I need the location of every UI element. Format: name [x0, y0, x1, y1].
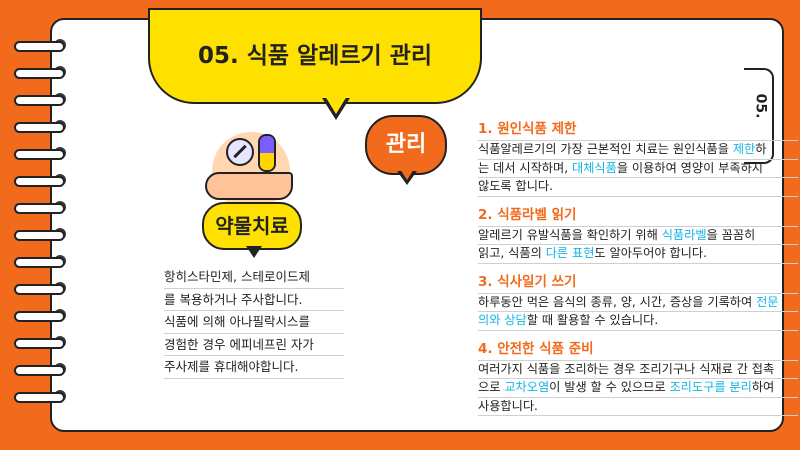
text-segment: 을 이용하여 영양이 부족하지 — [616, 160, 764, 175]
highlighted-term: 의와 상담 — [478, 313, 527, 327]
highlighted-term: 교차오염 — [504, 380, 550, 394]
binding-ring — [14, 200, 72, 214]
text-segment: 할 때 활용할 수 있습니다. — [526, 313, 659, 327]
section-heading: 1. 원인식품 제한 — [478, 115, 798, 141]
binding-ring — [14, 227, 72, 241]
highlighted-term: 조리도구를 분리 — [669, 380, 752, 394]
highlighted-term: 전문 — [756, 294, 779, 309]
section-line: 으로 교차오염이 발생 할 수 있으므로 조리도구를 분리하여 — [478, 379, 798, 398]
drug-therapy-badge: 약물치료 — [202, 202, 302, 258]
text-segment: 식품알레르기의 가장 근본적인 치료는 원인식품을 — [478, 142, 733, 156]
section-line: 여러가지 식품을 조리하는 경우 조리기구나 식재료 간 접촉 — [478, 361, 798, 379]
tablet-icon — [226, 138, 254, 166]
title-bubble: 05. 식품 알레르기 관리 — [148, 8, 482, 120]
capsule-icon — [258, 134, 276, 172]
section-line: 않도록 합니다. — [478, 178, 798, 197]
text-segment: 하여 — [751, 380, 775, 394]
management-badge: 관리 — [365, 115, 447, 185]
section-line: 식품알레르기의 가장 근본적인 치료는 원인식품을 제한하 — [478, 141, 798, 160]
binding-ring — [14, 146, 72, 160]
binding-ring — [14, 281, 72, 295]
highlighted-term: 다른 표현 — [545, 246, 595, 260]
section-line: 의와 상담할 때 활용할 수 있습니다. — [478, 312, 798, 331]
binding-ring — [14, 92, 72, 106]
binding-ring — [14, 335, 72, 349]
chapter-tab[interactable]: 05. — [744, 68, 774, 164]
text-segment: 하루동안 먹은 음식의 종류, 양, 시간, 증상을 기록하여 — [478, 294, 757, 309]
text-segment: 는 데서 시작하며, — [478, 160, 572, 175]
text-segment: 을 꼼꼼히 — [706, 227, 756, 242]
highlighted-term: 식품라벨 — [661, 227, 707, 242]
drug-therapy-text: 항히스타민제, 스테로이드제 를 복용하거나 주사합니다. 식품에 의해 아나필… — [164, 266, 344, 379]
binding-ring — [14, 362, 72, 376]
spiral-binding — [14, 38, 74, 418]
binding-ring — [14, 119, 72, 133]
highlighted-term: 대체식품 — [571, 160, 617, 175]
section-heading: 4. 안전한 식품 준비 — [478, 335, 798, 361]
section-line: 사용합니다. — [478, 398, 798, 416]
section-line: 는 데서 시작하며, 대체식품을 이용하여 영양이 부족하지 — [478, 160, 798, 178]
binding-ring — [14, 389, 72, 403]
drug-therapy-label: 약물치료 — [215, 214, 289, 238]
text-segment: 이 발생 할 수 있으므로 — [549, 380, 670, 394]
section-line: 하루동안 먹은 음식의 종류, 양, 시간, 증상을 기록하여 전문 — [478, 294, 798, 312]
binding-ring — [14, 254, 72, 268]
management-label: 관리 — [385, 132, 427, 157]
drug-line: 항히스타민제, 스테로이드제 — [164, 266, 344, 289]
text-segment: 하 — [755, 142, 767, 156]
highlighted-term: 제한 — [732, 142, 756, 156]
text-segment: 사용합니다. — [478, 398, 538, 413]
drug-line: 경험한 경우 에피네프린 자가 — [164, 334, 344, 356]
notebook-page: 05. 05. 식품 알레르기 관리 약물치료 항히스타민제, 스테로이드제 를… — [50, 8, 798, 432]
binding-ring — [14, 308, 72, 322]
section-heading: 2. 식품라벨 읽기 — [478, 201, 798, 227]
binding-ring — [14, 173, 72, 187]
drug-line: 를 복용하거나 주사합니다. — [164, 289, 344, 311]
drug-line: 식품에 의해 아나필락시스를 — [164, 311, 344, 334]
binding-ring — [14, 65, 72, 79]
text-segment: 으로 — [478, 380, 505, 394]
binding-ring — [14, 38, 72, 52]
section-line: 읽고, 식품의 다른 표현도 알아두어야 합니다. — [478, 245, 798, 264]
hand-icon — [205, 172, 293, 200]
section-line: 알레르기 유발식품을 확인하기 위해 식품라벨을 꼼꼼히 — [478, 227, 798, 245]
drug-line: 주사제를 휴대해야합니다. — [164, 356, 344, 379]
text-segment: 않도록 합니다. — [478, 179, 554, 193]
page-title: 05. 식품 알레르기 관리 — [197, 43, 433, 69]
text-segment: 도 알아두어야 합니다. — [594, 246, 707, 260]
section-heading: 3. 식사일기 쓰기 — [478, 268, 798, 294]
text-segment: 알레르기 유발식품을 확인하기 위해 — [478, 227, 662, 242]
text-segment: 여러가지 식품을 조리하는 경우 조리기구나 식재료 간 접촉 — [478, 361, 775, 376]
text-segment: 읽고, 식품의 — [478, 246, 546, 260]
